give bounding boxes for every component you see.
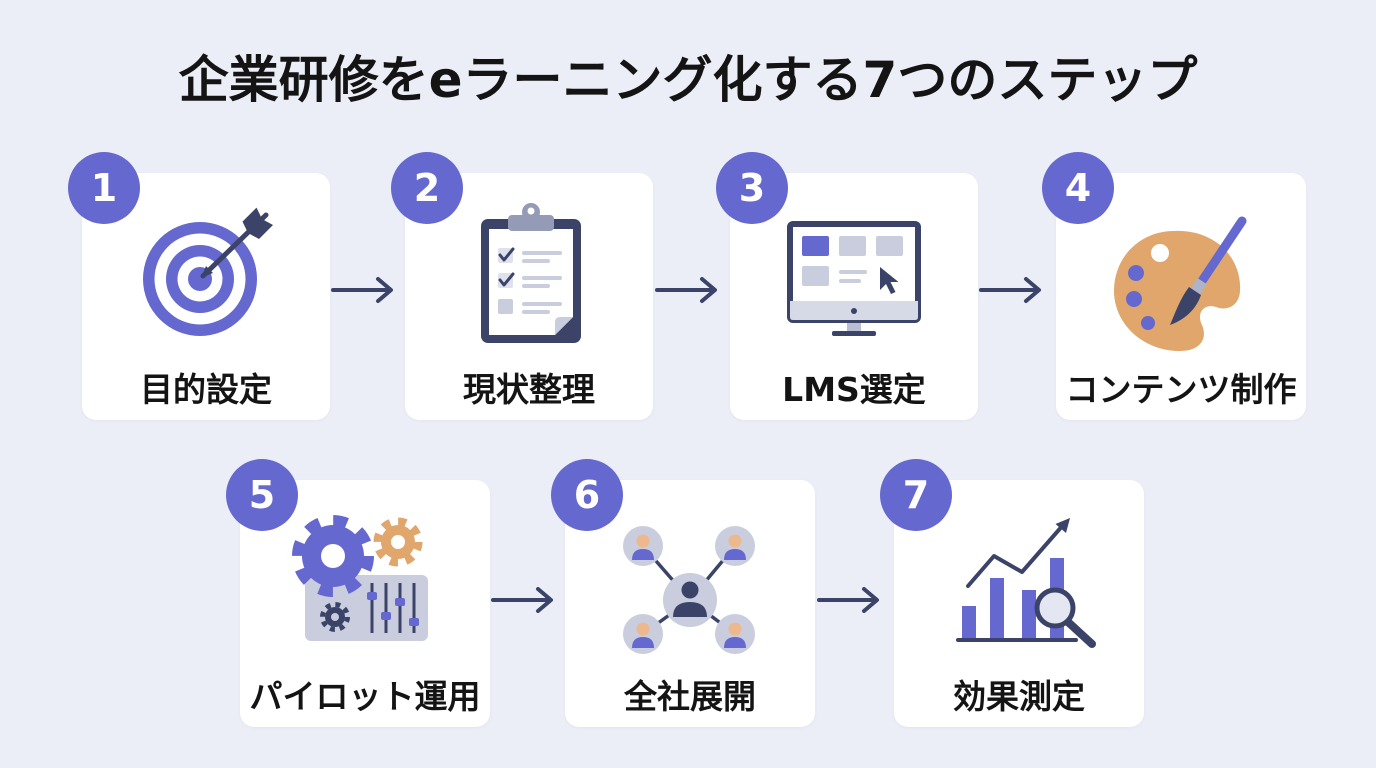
step-card-7: 7 効果測定 [880,459,1144,727]
palette-brush-icon [1114,216,1247,351]
step-card-1: 1 目的設定 [68,152,330,420]
step-label: 現状整理 [463,370,595,409]
step-card-3: 3 LMS選定 [716,152,978,420]
step-number-badge: 2 [391,152,463,224]
arrow-right-icon [817,587,879,613]
monitor-dashboard-icon [787,221,921,336]
step-number-badge: 4 [1042,152,1114,224]
step-label: コンテンツ制作 [1065,370,1297,409]
arrow-right-icon [979,277,1041,303]
gears-controls-icon [292,515,428,641]
step-card-4: 4 コンテンツ制作 [1042,152,1306,420]
step-number-badge: 5 [226,459,298,531]
chart-magnifier-icon [956,518,1096,648]
step-label: 全社展開 [624,677,756,716]
step-label: 効果測定 [953,677,1085,716]
clipboard-checklist-icon [481,203,581,343]
arrow-right-icon [331,277,393,303]
step-card-6: 6 全社展開 [551,459,815,727]
step-number-badge: 1 [68,152,140,224]
step-card-2: 2 現状整理 [391,152,653,420]
arrow-right-icon [491,587,553,613]
step-number-badge: 3 [716,152,788,224]
step-label: 目的設定 [140,370,272,409]
step-card-5: 5 パイロット運用 [226,459,490,727]
arrow-right-icon [655,277,717,303]
step-label: LMS選定 [782,370,926,409]
target-icon [143,207,273,336]
step-number-badge: 6 [551,459,623,531]
step-number-badge: 7 [880,459,952,531]
step-label: パイロット運用 [249,677,481,716]
page-title: 企業研修をeラーニング化する7つのステップ [178,51,1198,109]
people-network-icon [623,526,755,654]
